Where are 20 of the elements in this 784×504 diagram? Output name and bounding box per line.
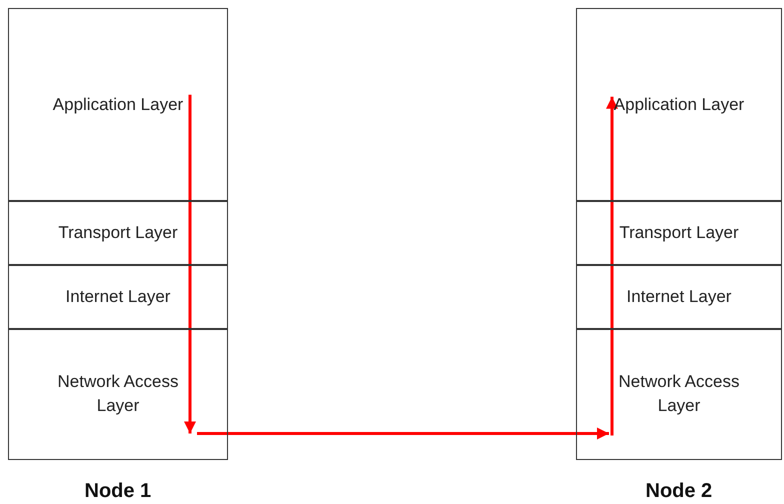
layer-box <box>576 328 782 460</box>
layer-label: Network Access Layer <box>56 370 180 417</box>
layer-box <box>8 200 228 266</box>
arrow <box>606 96 618 266</box>
layer-box <box>576 8 782 202</box>
layer-box <box>576 200 782 266</box>
layer-box <box>8 8 228 202</box>
layer-box <box>8 328 228 460</box>
layer-label: Network Access Layer <box>618 370 740 417</box>
node-caption: Node 1 <box>84 480 152 503</box>
layer-label: Internet Layer <box>626 286 732 308</box>
layer-label: Transport Layer <box>57 222 179 244</box>
layer-box <box>8 264 228 330</box>
layer-label: Application Layer <box>52 94 184 116</box>
node-caption: Node 2 <box>646 480 712 503</box>
arrow <box>184 264 196 434</box>
layer-label: Internet Layer <box>64 286 172 308</box>
layer-label: Transport Layer <box>618 222 740 244</box>
arrow <box>197 428 609 440</box>
layer-box <box>576 264 782 330</box>
